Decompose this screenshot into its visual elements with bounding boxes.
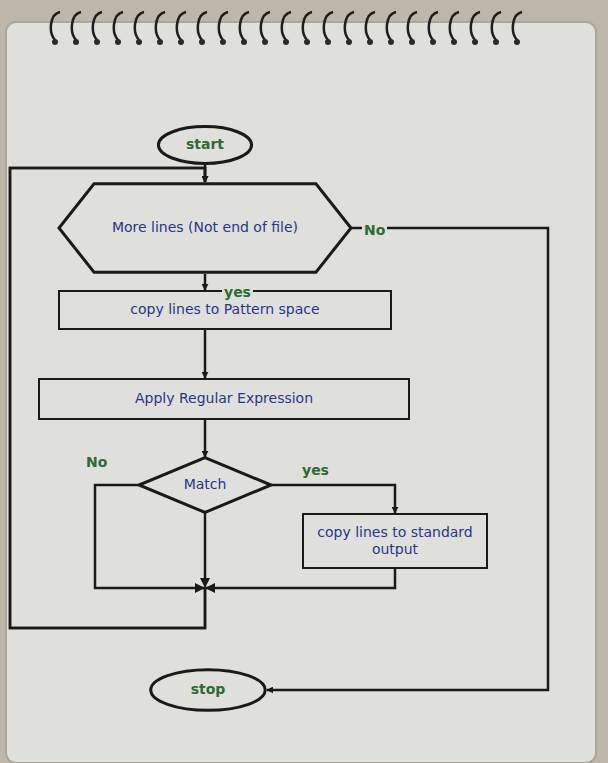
hexagon-path xyxy=(59,184,351,272)
node-text: stop xyxy=(191,681,226,699)
merge-line xyxy=(204,513,207,580)
flow-arrow xyxy=(204,420,207,457)
flow-arrow xyxy=(267,228,548,690)
loop-condition-hexagon: More lines (Not end of file) xyxy=(59,182,351,274)
process-box: copy lines to standard output xyxy=(302,513,488,569)
process-box: Apply Regular Expression xyxy=(38,378,410,420)
text-holder: stop xyxy=(191,681,226,699)
text-holder: copy lines to Pattern space xyxy=(130,301,319,319)
branch-label: yes xyxy=(300,462,331,478)
flow-arrow xyxy=(271,485,395,513)
junction-arrowhead xyxy=(200,578,210,588)
diamond-path xyxy=(139,458,271,513)
spiral-binding xyxy=(51,12,522,40)
binding-holes xyxy=(52,39,520,45)
text-holder: More lines (Not end of file) xyxy=(112,219,298,237)
node-text: More lines (Not end of file) xyxy=(112,219,298,237)
flow-arrow xyxy=(10,168,395,628)
terminal-oval: start xyxy=(157,125,253,165)
paper xyxy=(6,22,596,763)
decision-diamond: Match xyxy=(139,457,271,513)
node-text: start xyxy=(186,136,224,154)
text-holder: start xyxy=(186,136,224,154)
text-holder: Match xyxy=(184,476,227,494)
node-text: Match xyxy=(184,476,227,494)
branch-label: yes xyxy=(222,284,253,300)
flow-arrow xyxy=(204,274,207,290)
branch-label: No xyxy=(362,222,387,238)
text-holder: copy lines to standard output xyxy=(314,524,476,559)
ellipse-path xyxy=(151,670,265,710)
node-text: copy lines to standard output xyxy=(314,524,476,559)
terminal-oval: stop xyxy=(149,668,267,712)
flow-arrow xyxy=(204,330,207,378)
text-holder: Apply Regular Expression xyxy=(135,390,313,408)
node-text: copy lines to Pattern space xyxy=(130,301,319,319)
node-text: Apply Regular Expression xyxy=(135,390,313,408)
ellipse-path xyxy=(158,127,251,164)
branch-label: No xyxy=(84,454,109,470)
